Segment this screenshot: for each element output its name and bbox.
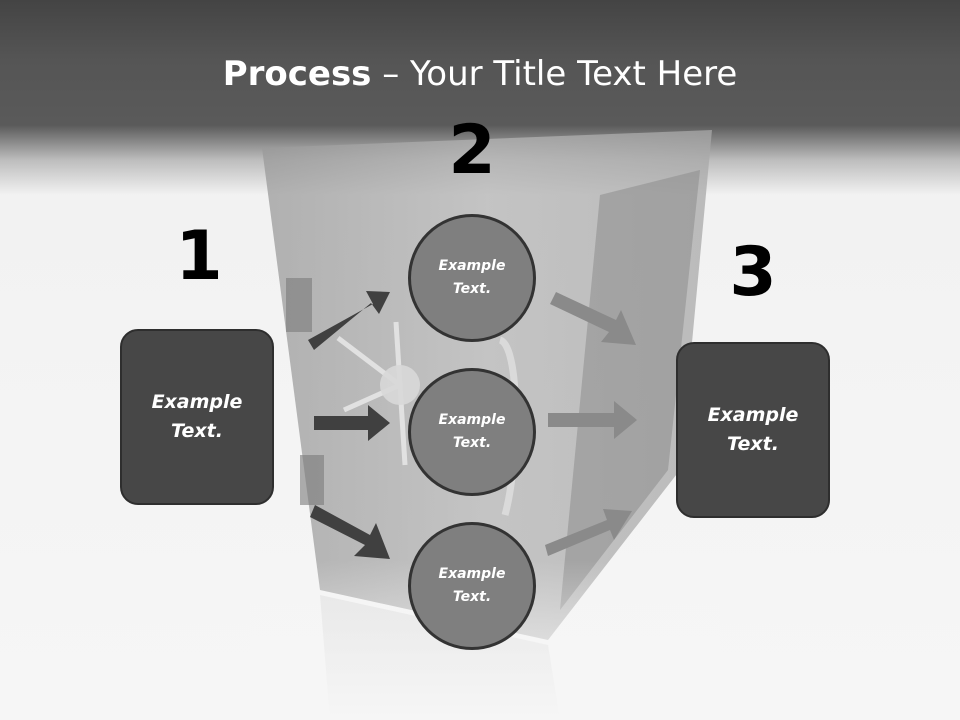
process-circle-3-label: Example Text. (438, 566, 506, 605)
title-bold: Process (222, 54, 372, 94)
process-circle-1-label: Example Text. (438, 258, 506, 297)
process-box-1-label: Example Text. (151, 391, 243, 442)
safe-hinge (286, 278, 312, 332)
arrow-right-icon (310, 505, 390, 559)
process-box-3: Example Text. (676, 342, 830, 518)
arrow-right-icon (314, 405, 390, 441)
step-number-3: 3 (729, 233, 777, 312)
safe-hinge (300, 455, 324, 505)
process-circle-2-label: Example Text. (438, 412, 506, 451)
arrow-right-icon (550, 292, 636, 345)
process-box-3-label: Example Text. (707, 404, 799, 455)
step-number-1: 1 (175, 217, 223, 296)
arrow-right-icon (308, 291, 390, 350)
process-circle-3: Example Text. (408, 522, 536, 650)
arrow-right-icon (545, 509, 632, 556)
safe-dial-hub (380, 365, 420, 405)
title-rest: – Your Title Text Here (371, 54, 738, 94)
process-circle-2: Example Text. (408, 368, 536, 496)
safe-door-edge (560, 170, 700, 610)
step-number-2: 2 (448, 111, 496, 190)
arrow-right-icon (548, 401, 637, 439)
slide-title: Process – Your Title Text Here (0, 52, 960, 96)
process-circle-1: Example Text. (408, 214, 536, 342)
process-box-1: Example Text. (120, 329, 274, 505)
